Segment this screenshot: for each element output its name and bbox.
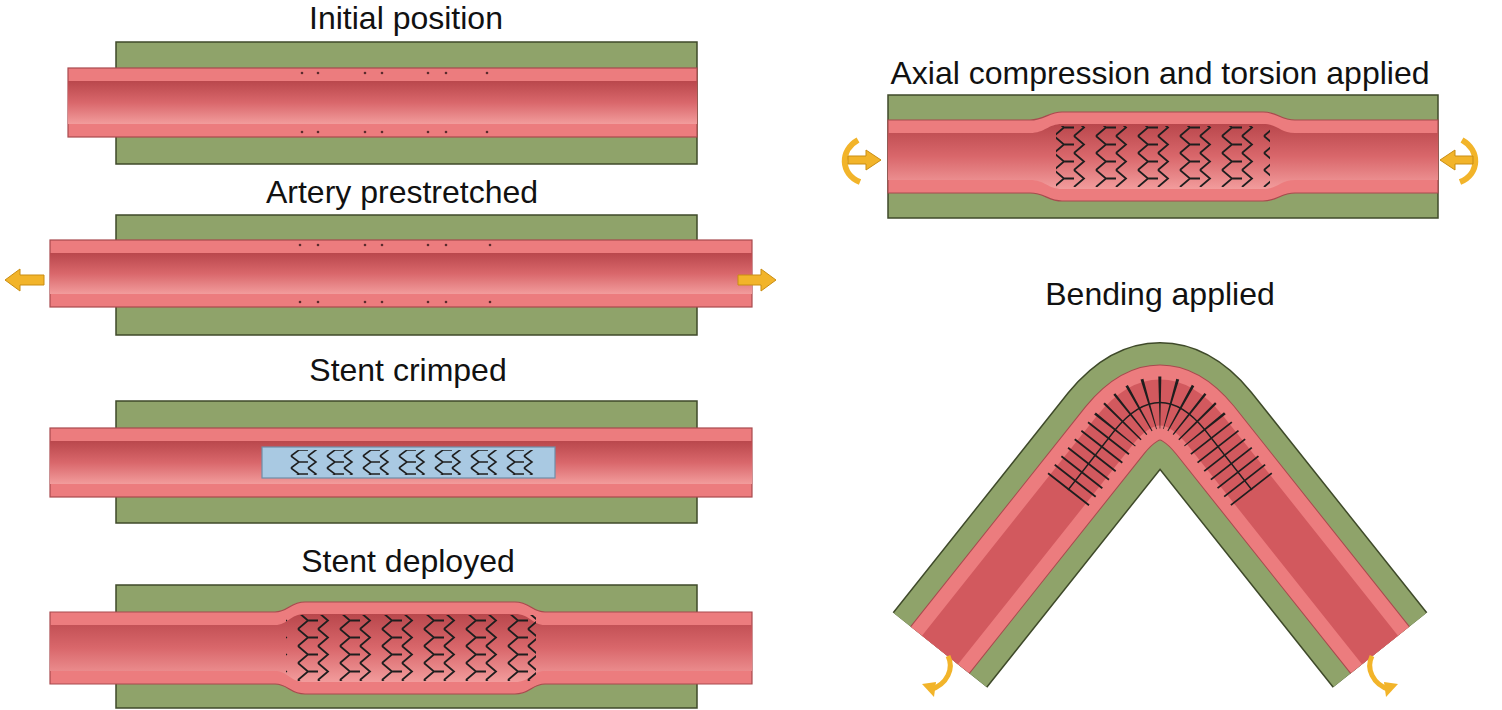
bending-arrowhead	[922, 682, 936, 697]
panel-title: Bending applied	[1045, 276, 1275, 312]
tissue-outline	[940, 403, 1380, 651]
artery-outline	[940, 403, 1380, 651]
balloon-catheter	[262, 447, 555, 478]
tissue-block	[940, 403, 1380, 651]
deployed-stent	[286, 615, 536, 681]
compression-arrow	[848, 150, 881, 170]
artery-wall	[50, 428, 752, 497]
artery-lumen	[940, 403, 1380, 651]
panel-title: Stent crimped	[309, 352, 506, 388]
crop-mask	[880, 700, 1440, 710]
tissue-block	[888, 95, 1438, 218]
artery-lumen	[888, 124, 1438, 189]
compression-arrow	[1440, 150, 1473, 170]
marker-dots	[299, 244, 492, 304]
artery-wall	[888, 112, 1438, 201]
crimped-stent	[284, 450, 536, 475]
bending-arrowhead	[1384, 682, 1398, 697]
artery-wall	[940, 403, 1380, 651]
bent-stent	[1068, 403, 1252, 491]
artery-wall	[68, 68, 697, 137]
artery-lumen	[50, 441, 752, 484]
artery-lumen	[50, 253, 752, 294]
panel-title: Axial compression and torsion applied	[891, 55, 1430, 91]
stretch-arrow	[5, 269, 44, 291]
marker-dots	[301, 72, 489, 134]
bent-stent	[1068, 403, 1252, 491]
stretch-arrow	[738, 269, 776, 291]
panel-title: Initial position	[309, 0, 503, 36]
deployed-stent	[1056, 126, 1270, 187]
artery-lumen	[68, 81, 697, 124]
artery-wall	[50, 240, 752, 307]
panel-title: Artery prestretched	[266, 174, 538, 210]
artery-wall	[50, 602, 752, 694]
artery-lumen	[50, 614, 752, 682]
panel-title: Stent deployed	[301, 543, 515, 579]
